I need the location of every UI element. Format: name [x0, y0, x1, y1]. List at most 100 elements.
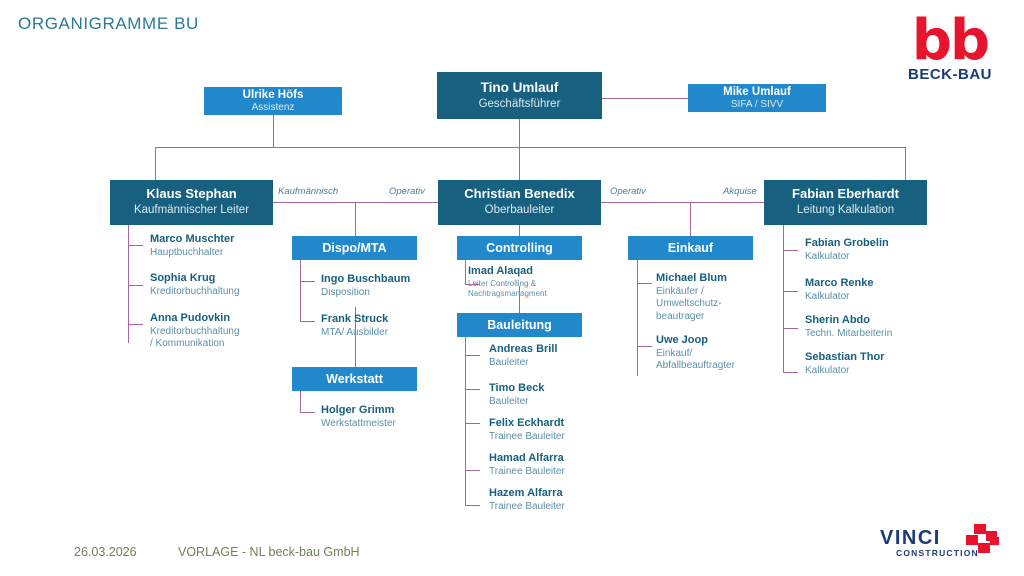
person-name: Andreas Brill: [489, 343, 558, 355]
node-assistant-name: Ulrike Höfs: [242, 88, 304, 101]
vinci-logo-svg: VINCI CONSTRUCTION: [880, 524, 999, 558]
person-role: Trainee Bauleiter: [489, 430, 565, 442]
svg-text:CONSTRUCTION: CONSTRUCTION: [896, 548, 979, 558]
node-ceo-name: Tino Umlauf: [480, 80, 559, 96]
person-name: Hamad Alfarra: [489, 452, 564, 464]
connector-controlling-bauleitung: [519, 286, 520, 313]
node-ceo[interactable]: Tino Umlauf Geschäftsführer: [437, 72, 602, 119]
node-ceo-role: Geschäftsführer: [478, 97, 561, 110]
node-safety[interactable]: Mike Umlauf SIFA / SIVV: [688, 84, 826, 112]
connector-drop-site: [519, 147, 520, 180]
node-calc-role: Leitung Kalkulation: [796, 204, 895, 217]
person-role: Bauleiter: [489, 395, 529, 407]
list-item[interactable]: Frank Struck MTA/ Ausbilder: [321, 313, 388, 339]
connector-dispo-werkstatt: [355, 307, 356, 367]
person-name: Michael Blum: [656, 272, 727, 284]
person-name: Uwe Joop: [656, 334, 708, 346]
list-item[interactable]: Sherin Abdo Techn. Mitarbeiterin: [805, 314, 892, 340]
list-item[interactable]: Marco Renke Kalkulator: [805, 277, 873, 303]
person-name: Fabian Grobelin: [805, 237, 889, 249]
unit-einkauf[interactable]: Einkauf: [628, 236, 753, 260]
node-site-role: Oberbauleiter: [484, 204, 555, 217]
unit-bauleitung[interactable]: Bauleitung: [457, 313, 582, 337]
unit-werkstatt-label: Werkstatt: [326, 371, 383, 386]
person-name: Marco Muschter: [150, 233, 235, 245]
node-commercial-name: Klaus Stephan: [146, 186, 237, 202]
connector-stub-einkauf-0: [637, 283, 652, 284]
person-name: Sebastian Thor: [805, 351, 885, 363]
list-item[interactable]: Uwe Joop Einkauf/Abfallbeauftragter: [656, 334, 735, 373]
person-name: Felix Eckhardt: [489, 417, 565, 429]
connector-drop-einkauf: [690, 202, 691, 236]
connector-trunk-controlling: [465, 260, 466, 284]
edge-label-kaufmaennisch: Kaufmännisch: [278, 186, 339, 197]
node-site-name: Christian Benedix: [464, 186, 575, 202]
list-item[interactable]: Andreas Brill Bauleiter: [489, 343, 557, 369]
connector-stub-bauleitung-3: [465, 470, 480, 471]
unit-controlling-label: Controlling: [486, 240, 553, 255]
person-role: Disposition: [321, 286, 370, 298]
vinci-construction-logo: VINCI CONSTRUCTION: [878, 520, 1010, 564]
person-role: MTA/ Ausbilder: [321, 326, 389, 338]
node-assistant-role: Assistenz: [251, 101, 295, 113]
person-role: Kalkulator: [805, 290, 850, 302]
person-role: Trainee Bauleiter: [489, 500, 565, 512]
list-item[interactable]: Sophia Krug Kreditorbuchhaltung: [150, 272, 240, 298]
person-name: Frank Struck: [321, 313, 389, 325]
list-item[interactable]: Hamad Alfarra Trainee Bauleiter: [489, 452, 565, 478]
list-item[interactable]: Anna Pudovkin Kreditorbuchhaltung/ Kommu…: [150, 312, 240, 351]
connector-stub-bauleitung-1: [465, 389, 480, 390]
unit-dispo-label: Dispo/MTA: [322, 240, 387, 255]
person-role: Werkstattmeister: [321, 417, 396, 429]
unit-controlling[interactable]: Controlling: [457, 236, 582, 260]
list-item[interactable]: Sebastian Thor Kalkulator: [805, 351, 884, 377]
person-name: Sherin Abdo: [805, 314, 870, 326]
person-name: Imad Alaqad: [468, 265, 533, 277]
unit-einkauf-label: Einkauf: [667, 240, 714, 255]
connector-trunk-werkstatt: [300, 391, 301, 412]
list-item[interactable]: Hazem Alfarra Trainee Bauleiter: [489, 487, 565, 513]
node-site[interactable]: Christian Benedix Oberbauleiter: [438, 180, 601, 225]
connector-site-controlling: [519, 225, 520, 236]
unit-werkstatt[interactable]: Werkstatt: [292, 367, 417, 391]
person-role: Trainee Bauleiter: [489, 465, 565, 477]
list-item[interactable]: Felix Eckhardt Trainee Bauleiter: [489, 417, 565, 443]
node-calc[interactable]: Fabian Eberhardt Leitung Kalkulation: [764, 180, 927, 225]
unit-dispo[interactable]: Dispo/MTA: [292, 236, 417, 260]
list-item[interactable]: Timo Beck Bauleiter: [489, 382, 544, 408]
connector-stub-calc-0: [783, 250, 798, 251]
list-item[interactable]: Holger Grimm Werkstattmeister: [321, 404, 396, 430]
person-role: Einkäufer /Umweltschutz-beautrager: [656, 285, 722, 322]
connector-stub-bauleitung-4: [465, 505, 480, 506]
edge-label-operativ-left: Operativ: [389, 186, 425, 197]
person-role: Leiter Controlling &Nachtragsmanagment: [468, 278, 547, 298]
connector-trunk-commercial: [128, 225, 129, 343]
page-title: ORGANIGRAMME BU: [18, 14, 199, 33]
person-name: Hazem Alfarra: [489, 487, 563, 499]
person-role: Hauptbuchhalter: [150, 246, 224, 258]
list-item[interactable]: Marco Muschter Hauptbuchhalter: [150, 233, 234, 259]
node-calc-name: Fabian Eberhardt: [792, 186, 899, 202]
person-name: Sophia Krug: [150, 272, 216, 284]
beck-bau-logo-name: BECK-BAU: [908, 66, 992, 83]
person-name: Anna Pudovkin: [150, 312, 231, 324]
connector-trunk-bauleitung: [465, 337, 466, 505]
connector-trunk-einkauf: [637, 260, 638, 376]
list-item[interactable]: Michael Blum Einkäufer /Umweltschutz-bea…: [656, 272, 727, 323]
beck-bau-logo: bb BECK-BAU: [890, 12, 1010, 94]
connector-stub-calc-2: [783, 328, 798, 329]
list-item[interactable]: Ingo Buschbaum Disposition: [321, 273, 410, 299]
list-item[interactable]: Imad Alaqad Leiter Controlling &Nachtrag…: [468, 265, 547, 299]
person-role: Kreditorbuchhaltung: [150, 285, 240, 297]
connector-assistant: [273, 115, 274, 147]
node-safety-role: SIFA / SIVV: [730, 98, 784, 110]
node-commercial[interactable]: Klaus Stephan Kaufmännischer Leiter: [110, 180, 273, 225]
node-commercial-role: Kaufmännischer Leiter: [133, 204, 250, 217]
edge-label-akquise: Akquise: [723, 186, 757, 197]
connector-stub-controlling-0: [465, 284, 480, 285]
node-assistant[interactable]: Ulrike Höfs Assistenz: [204, 87, 342, 115]
person-role: Techn. Mitarbeiterin: [805, 327, 893, 339]
connector-ceo-down: [519, 119, 520, 147]
list-item[interactable]: Fabian Grobelin Kalkulator: [805, 237, 889, 263]
